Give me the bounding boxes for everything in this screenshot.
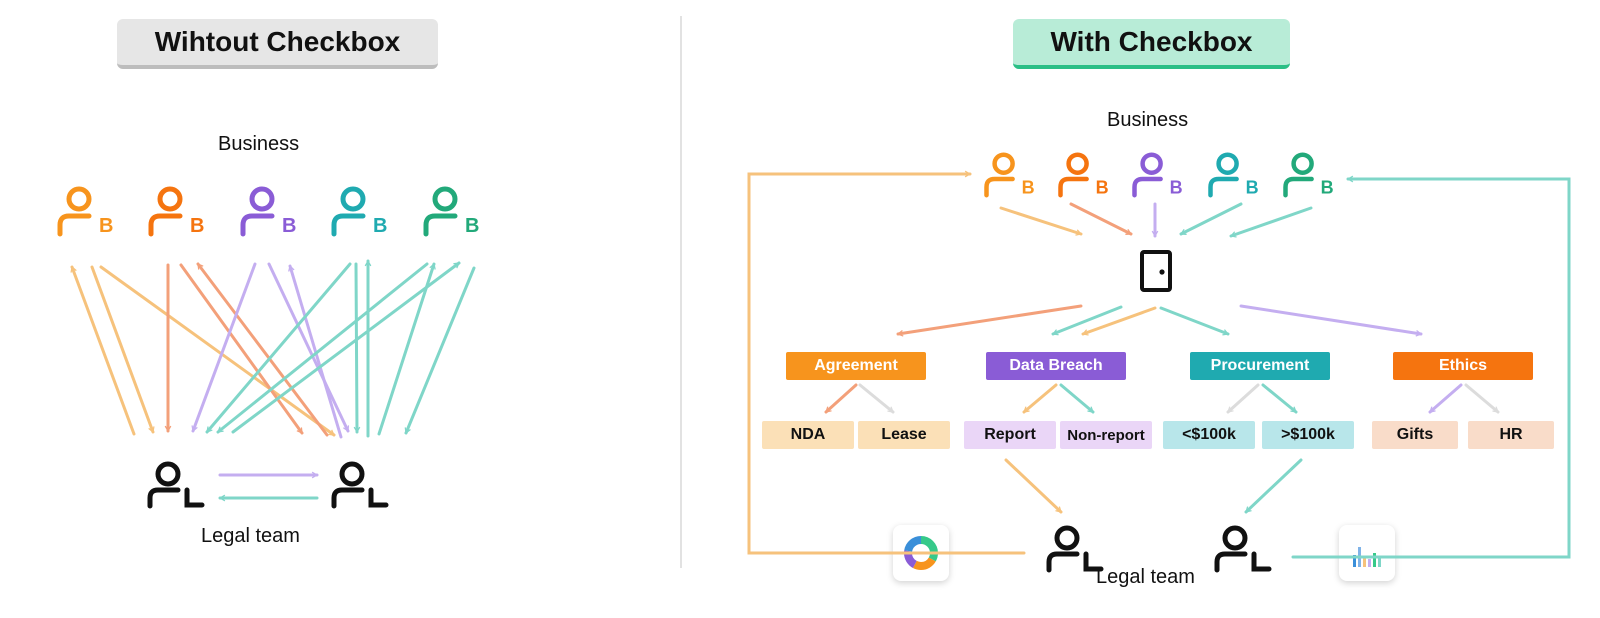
arrow bbox=[1004, 458, 1063, 514]
sub-over-100k: >$100k bbox=[1262, 421, 1354, 449]
arrow bbox=[1179, 202, 1243, 236]
arrow bbox=[1022, 383, 1058, 414]
category-data-breach: Data Breach bbox=[986, 352, 1126, 380]
left-legal-label: Legal team bbox=[201, 525, 300, 547]
arrow bbox=[1229, 206, 1313, 238]
category-agreement: Agreement bbox=[786, 352, 926, 380]
arrow bbox=[1244, 458, 1303, 514]
sub-hr: HR bbox=[1468, 421, 1554, 449]
right-business-label: Business bbox=[1107, 109, 1189, 131]
feedback-loop-left bbox=[747, 170, 1026, 555]
business-user-icon-orange: B bbox=[984, 152, 1035, 198]
panel-divider bbox=[680, 16, 682, 568]
business-user-icon-teal: B bbox=[1208, 152, 1259, 198]
business-letter: B bbox=[99, 215, 113, 237]
sub-nda: NDA bbox=[762, 421, 854, 449]
arrow bbox=[858, 383, 895, 414]
arrow bbox=[404, 266, 476, 435]
arrow bbox=[896, 304, 1083, 337]
business-letter: B bbox=[373, 215, 387, 237]
arrow bbox=[216, 262, 429, 434]
sub-under-100k: <$100k bbox=[1163, 421, 1255, 449]
arrow bbox=[1239, 304, 1423, 337]
arrow bbox=[1159, 306, 1230, 336]
arrow bbox=[70, 265, 136, 436]
arrow bbox=[1261, 383, 1298, 414]
business-user-icon-dark-orange: B bbox=[1058, 152, 1109, 198]
business-user-icon-teal: B bbox=[331, 186, 387, 237]
business-letter: B bbox=[1022, 177, 1035, 197]
arrow bbox=[267, 262, 350, 433]
arrow bbox=[377, 262, 436, 436]
business-letter: B bbox=[1246, 177, 1259, 197]
arrow bbox=[191, 262, 257, 433]
business-letter: B bbox=[1321, 177, 1334, 197]
title-with-checkbox: With Checkbox bbox=[1013, 19, 1290, 69]
business-letter: B bbox=[282, 215, 296, 237]
business-letter: B bbox=[465, 215, 479, 237]
arrow bbox=[1081, 306, 1157, 336]
business-user-icon-dark-orange: B bbox=[148, 186, 204, 237]
legal-user-icon bbox=[1046, 525, 1104, 573]
arrow bbox=[196, 262, 329, 437]
arrow bbox=[179, 263, 304, 435]
title-without-checkbox: Wihtout Checkbox bbox=[117, 19, 438, 69]
category-procurement: Procurement bbox=[1190, 352, 1330, 380]
left-business-user-icons: B B B B B bbox=[57, 186, 479, 237]
arrow bbox=[90, 265, 155, 434]
arrow bbox=[99, 265, 336, 437]
business-user-icon-green: B bbox=[1283, 152, 1334, 198]
sub-non-report: Non-report bbox=[1060, 421, 1152, 449]
sub-lease: Lease bbox=[858, 421, 950, 449]
right-legal-label: Legal team bbox=[1096, 566, 1195, 588]
right-business-user-icons: B B B B B bbox=[984, 152, 1334, 198]
business-user-icon-purple: B bbox=[240, 186, 296, 237]
door-icon bbox=[1140, 250, 1172, 292]
legal-user-icon bbox=[1214, 525, 1272, 573]
arrow bbox=[353, 262, 361, 434]
arrow bbox=[1226, 383, 1260, 414]
category-ethics: Ethics bbox=[1393, 352, 1533, 380]
business-user-icon-purple: B bbox=[1132, 152, 1183, 198]
arrow bbox=[1069, 202, 1133, 236]
legal-user-icon bbox=[331, 461, 389, 509]
arrow bbox=[231, 261, 461, 434]
arrow bbox=[999, 206, 1083, 236]
arrow bbox=[288, 264, 343, 439]
arrow bbox=[824, 383, 858, 414]
business-letter: B bbox=[1170, 177, 1183, 197]
left-business-label: Business bbox=[218, 133, 300, 155]
sub-gifts: Gifts bbox=[1372, 421, 1458, 449]
arrow bbox=[1059, 383, 1095, 414]
arrow bbox=[1051, 305, 1123, 336]
sub-report: Report bbox=[964, 421, 1056, 449]
business-user-icon-green: B bbox=[423, 186, 479, 237]
business-letter: B bbox=[190, 215, 204, 237]
right-arrows bbox=[747, 170, 1571, 559]
business-user-icon-orange: B bbox=[57, 186, 113, 237]
legal-user-icon bbox=[147, 461, 205, 509]
legal-user-icons bbox=[147, 461, 1272, 573]
arrow bbox=[205, 262, 352, 434]
left-arrow-mesh bbox=[70, 259, 476, 502]
arrow bbox=[1428, 383, 1463, 414]
business-letter: B bbox=[1096, 177, 1109, 197]
feedback-loop-right bbox=[1291, 175, 1571, 559]
arrow bbox=[1464, 383, 1500, 414]
bar-chart-tile bbox=[1339, 525, 1395, 581]
